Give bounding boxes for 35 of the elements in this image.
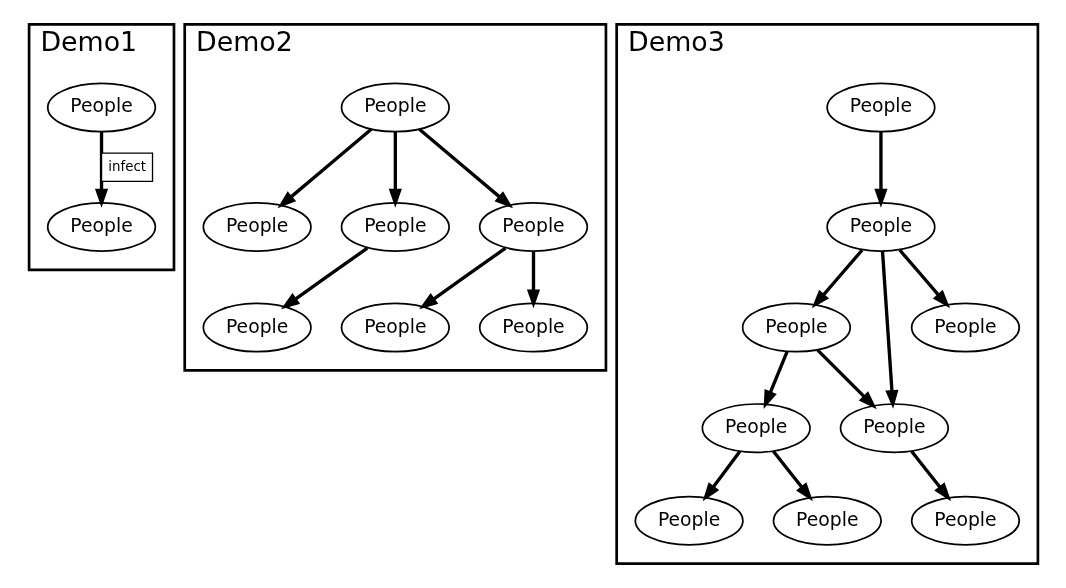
arrow	[897, 248, 950, 309]
node-ellipse: People	[478, 302, 588, 353]
arrow	[816, 348, 877, 410]
arrow	[880, 251, 898, 409]
arrow	[418, 246, 506, 310]
node-ellipse: People	[340, 302, 450, 353]
node-ellipse: People	[202, 302, 312, 353]
node-ellipse: People	[46, 82, 156, 133]
node-ellipse: People	[825, 82, 936, 133]
arrow	[94, 131, 108, 208]
node-ellipse: People	[910, 495, 1020, 546]
arrow	[811, 248, 863, 309]
node-ellipse: People	[741, 302, 851, 353]
arrow	[771, 450, 813, 502]
arrow	[280, 246, 368, 310]
edge-label: infect	[107, 159, 146, 175]
arrow	[873, 131, 888, 208]
node-ellipse: People	[478, 201, 588, 252]
arrow	[388, 131, 402, 208]
node-ellipse: People	[825, 201, 936, 252]
node-ellipse: People	[202, 201, 312, 252]
node-ellipse: People	[340, 82, 450, 133]
node-ellipse: People	[340, 201, 450, 252]
node-ellipse: People	[46, 201, 156, 252]
node-ellipse: People	[701, 403, 811, 454]
arrow	[277, 127, 372, 209]
node-ellipse: People	[772, 495, 882, 546]
node-ellipse: People	[839, 403, 949, 454]
arrow	[909, 450, 951, 502]
arrow	[526, 251, 540, 309]
node-ellipse: People	[633, 495, 744, 546]
arrow	[763, 350, 789, 409]
arrow	[417, 127, 513, 209]
node-ellipse: People	[910, 302, 1020, 353]
arrow	[702, 450, 741, 502]
